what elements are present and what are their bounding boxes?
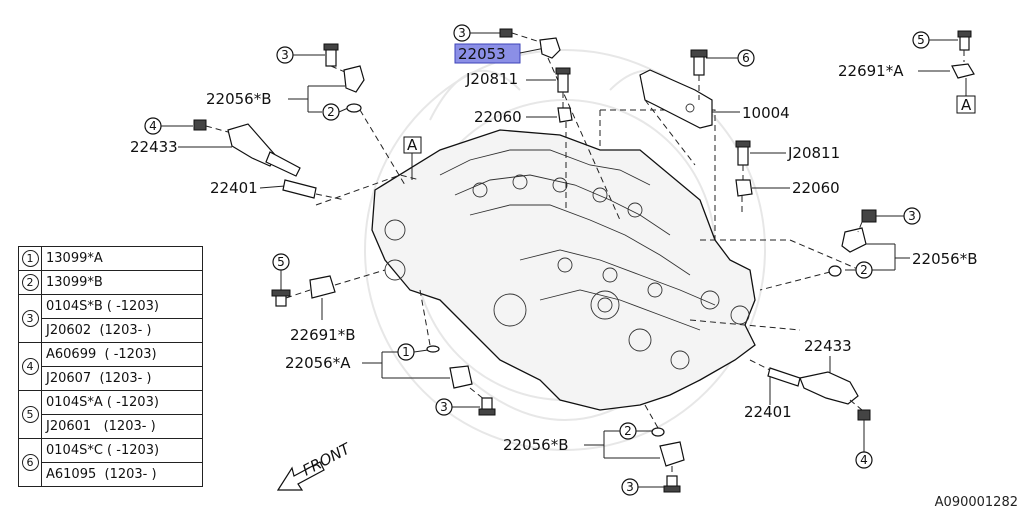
legend-row-5b: J20601 (1203- ) [19,414,203,439]
group-22691a: 5 22691*A A [838,30,976,114]
legend-text-1a: 13099*A [41,246,203,271]
callout-1: 1 [402,345,410,359]
legend-num-5: 5 [21,406,39,423]
legend-num-4: 4 [21,358,39,375]
callout-5-left: 5 [277,255,285,269]
group-j20811-22060-top: J20811 22060 [465,67,573,210]
legend-row-1: 1 13099*A [18,246,203,271]
legend-num-1: 1 [21,250,39,267]
label-22433-left: 22433 [130,138,178,156]
callout-3-top: 3 [458,26,466,40]
legend-text-4a: A60699 ( -1203) [41,342,203,367]
front-label: FRONT [299,439,354,480]
label-22056b-topleft: 22056*B [206,90,272,108]
legend-num-2: 2 [21,274,39,291]
callout-3-topleft: 3 [281,48,289,62]
group-22056b-bottom: 2 22056*B 3 [503,404,685,496]
legend-row-2: 2 13099*B [18,270,203,295]
callout-5-top: 5 [917,33,925,47]
callout-2-right: 2 [860,263,868,277]
legend-row-4b: J20607 (1203- ) [19,366,203,391]
label-22433-right: 22433 [804,337,852,355]
label-22056b-right: 22056*B [912,250,978,268]
callout-3-bottom: 3 [626,480,634,494]
ref-a-center: A [407,136,418,154]
label-j20811-right: J20811 [787,144,840,162]
group-j20811-22060-right: J20811 22060 [735,140,840,215]
cylinder-head-block [371,109,861,411]
diagram-code: A090001282 [934,495,1018,510]
legend-row-4a: 4 A60699 ( -1203) [18,342,203,391]
legend-num-6: 6 [21,454,39,471]
label-22056b-bottom: 22056*B [503,436,569,454]
callout-2-bottom: 2 [624,424,632,438]
label-22401-left: 22401 [210,179,258,197]
cam-sensor-22053: 22053 3 [453,24,621,221]
label-22401-right: 22401 [744,403,792,421]
legend-text-3b: J20602 (1203- ) [41,318,203,343]
label-22060-right: 22060 [792,179,840,197]
callout-3-right: 3 [908,209,916,223]
block-bosses [384,174,750,370]
label-10004: 10004 [742,104,790,122]
legend-text-6a: 0104S*C ( -1203) [41,438,203,463]
legend-text-3a: 0104S*B ( -1203) [41,294,203,319]
legend-text-5b: J20601 (1203- ) [41,414,203,439]
front-direction-arrow: FRONT [276,439,355,491]
legend-text-2a: 13099*B [41,270,203,295]
legend-row-6a: 6 0104S*C ( -1203) [18,438,203,487]
group-22433-left: 4 22433 [130,117,301,177]
label-22053: 22053 [458,45,506,63]
ref-a-topright: A [961,96,972,114]
group-22433-22401-right: 22433 22401 4 [744,337,873,469]
legend-text-4b: J20607 (1203- ) [41,366,203,391]
legend-text-6b: A61095 (1203- ) [41,462,203,487]
callout-3-lowerleft: 3 [440,400,448,414]
legend-row-5a: 5 0104S*A ( -1203) [18,390,203,439]
callout-6: 6 [742,51,750,65]
legend-row-3b: J20602 (1203- ) [19,318,203,343]
bracket-10004: 6 10004 [639,49,790,166]
legend-row-3a: 3 0104S*B ( -1203) [18,294,203,343]
label-22691a: 22691*A [838,62,904,80]
legend-text-5a: 0104S*A ( -1203) [41,390,203,415]
label-22060-top: 22060 [474,108,522,126]
callout-2-topleft: 2 [327,105,335,119]
group-22401-left: 22401 A [210,136,422,206]
label-j20811-top: J20811 [465,70,518,88]
callout-4-right: 4 [860,453,868,467]
group-22056a: 22056*A 1 3 [285,289,496,416]
sensor-22053-body [539,37,561,59]
parts-legend-table: 1 13099*A 2 13099*B 3 0104S*B ( -1203) J… [18,246,203,487]
legend-num-3: 3 [21,310,39,327]
label-22056a: 22056*A [285,354,351,372]
group-22056b-topleft: 3 22056*B 2 [206,43,406,186]
legend-row-6b: A61095 (1203- ) [19,462,203,487]
group-22691b: 5 22691*B [271,253,386,344]
group-22056b-right: 3 22056*B 2 [759,207,978,291]
callout-4-left: 4 [149,119,157,133]
label-22691b: 22691*B [290,326,356,344]
